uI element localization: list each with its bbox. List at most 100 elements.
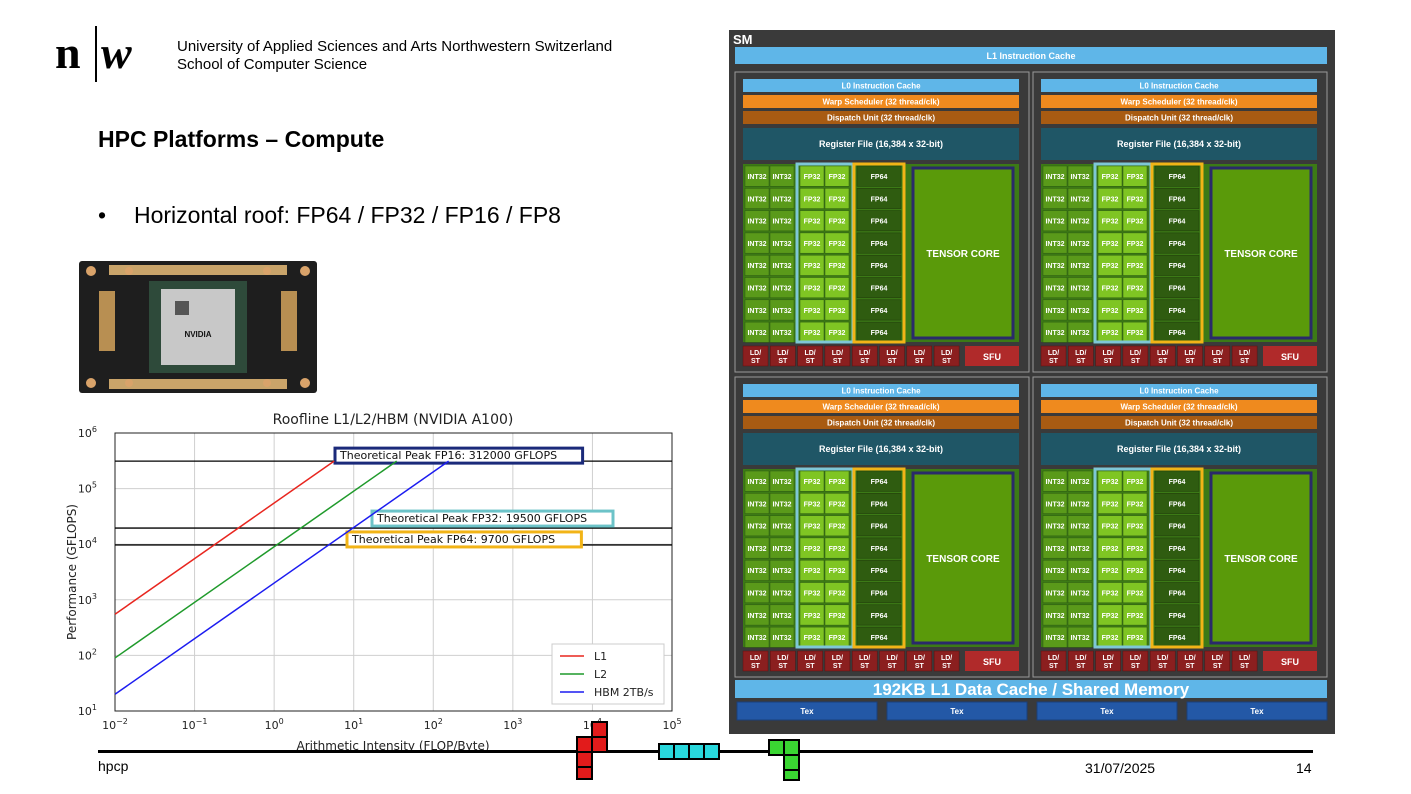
register-file: Register File (16,384 x 32-bit) xyxy=(819,444,943,454)
fhnw-logo: n w xyxy=(55,26,132,82)
ld-st-unit xyxy=(1149,345,1176,367)
ld-st-unit xyxy=(1040,650,1067,672)
svg-text:FP64: FP64 xyxy=(871,613,888,620)
fp32-unit xyxy=(1122,559,1148,581)
sfu-unit xyxy=(965,346,1019,366)
int32-unit xyxy=(1067,604,1093,626)
fp64-unit xyxy=(856,559,902,581)
svg-text:FP64: FP64 xyxy=(871,241,888,248)
fp64-unit xyxy=(1154,188,1200,209)
svg-text:INT32: INT32 xyxy=(747,635,766,642)
int32-unit xyxy=(769,321,795,343)
svg-text:INT32: INT32 xyxy=(1045,568,1064,575)
int32-unit xyxy=(1067,470,1093,492)
int32-unit xyxy=(744,188,770,209)
svg-text:FP32: FP32 xyxy=(829,308,846,315)
svg-text:INT32: INT32 xyxy=(1070,330,1089,337)
fp32-unit xyxy=(824,277,850,299)
svg-text:FP32: FP32 xyxy=(1102,263,1119,270)
svg-text:FP32: FP32 xyxy=(829,479,846,486)
int32-unit xyxy=(1067,493,1093,514)
fp64-unit xyxy=(856,232,902,254)
warp-scheduler-box xyxy=(743,95,1019,108)
y-axis-label: Performance (GFLOPS) xyxy=(65,504,79,640)
fp32-unit xyxy=(1122,582,1148,604)
svg-text:INT32: INT32 xyxy=(772,263,791,270)
fp32-unit xyxy=(1097,493,1123,514)
svg-text:ST: ST xyxy=(751,663,761,670)
ld-st-unit xyxy=(879,650,905,672)
svg-text:FP64: FP64 xyxy=(871,196,888,203)
svg-text:INT32: INT32 xyxy=(747,591,766,598)
svg-text:INT32: INT32 xyxy=(1045,241,1064,248)
svg-text:FP32: FP32 xyxy=(829,591,846,598)
svg-text:INT32: INT32 xyxy=(747,568,766,575)
svg-text:FP32: FP32 xyxy=(829,330,846,337)
fp32-unit xyxy=(1122,254,1148,276)
l0-instruction-cache-box xyxy=(1041,79,1317,92)
ld-st-unit xyxy=(1204,650,1231,672)
svg-text:SFU: SFU xyxy=(1281,352,1299,362)
sm-title: SM xyxy=(733,32,753,47)
svg-text:INT32: INT32 xyxy=(772,591,791,598)
svg-text:LD/: LD/ xyxy=(914,655,925,662)
svg-text:LD/: LD/ xyxy=(1075,655,1086,662)
svg-text:ST: ST xyxy=(806,663,816,670)
svg-text:FP64: FP64 xyxy=(871,524,888,531)
int32-unit xyxy=(769,470,795,492)
svg-text:FP32: FP32 xyxy=(829,241,846,248)
svg-text:FP32: FP32 xyxy=(1127,479,1144,486)
svg-text:LD/: LD/ xyxy=(1048,350,1059,357)
chart-title: Roofline L1/L2/HBM (NVIDIA A100) xyxy=(273,412,514,428)
svg-text:INT32: INT32 xyxy=(772,635,791,642)
int32-unit xyxy=(1067,277,1093,299)
ld-st-unit xyxy=(770,650,796,672)
svg-text:ST: ST xyxy=(1186,358,1196,365)
fp64-unit xyxy=(1154,254,1200,276)
svg-text:FP64: FP64 xyxy=(1169,546,1186,553)
fp32-unit xyxy=(799,604,825,626)
svg-text:FP32: FP32 xyxy=(804,635,821,642)
svg-text:LD/: LD/ xyxy=(1212,350,1223,357)
tensor-core xyxy=(1209,471,1313,645)
fp32-unit xyxy=(1097,559,1123,581)
int32-unit xyxy=(1042,470,1068,492)
svg-text:ST: ST xyxy=(860,358,870,365)
ld-st-unit xyxy=(851,345,878,367)
svg-text:FP32: FP32 xyxy=(829,546,846,553)
register-file-box xyxy=(1041,128,1317,160)
x-tick-label: 101 xyxy=(344,717,363,732)
fp32-unit xyxy=(824,299,850,321)
fp32-unit xyxy=(1097,188,1123,209)
svg-text:INT32: INT32 xyxy=(772,241,791,248)
svg-text:FP64: FP64 xyxy=(1169,501,1186,508)
svg-text:FP32: FP32 xyxy=(1102,635,1119,642)
fp32-unit xyxy=(799,210,825,232)
int32-unit xyxy=(769,188,795,209)
fp64-highlight xyxy=(1150,467,1204,649)
fp32-unit xyxy=(1097,254,1123,276)
fp32-unit xyxy=(799,188,825,209)
fp32-unit xyxy=(1122,232,1148,254)
ld-st-unit xyxy=(1040,345,1067,367)
register-file-box xyxy=(743,433,1019,465)
svg-text:FP32: FP32 xyxy=(1102,524,1119,531)
int32-unit xyxy=(744,537,770,559)
fp32-unit xyxy=(1122,515,1148,537)
fp64-unit xyxy=(856,210,902,232)
svg-text:INT32: INT32 xyxy=(772,613,791,620)
int32-unit xyxy=(744,232,770,254)
dispatch-unit-box xyxy=(743,416,1019,429)
sm-block-diagram: SM L1 Instruction Cache L0 Instruction C… xyxy=(729,30,1335,734)
svg-text:INT32: INT32 xyxy=(1070,568,1089,575)
x-tick-label: 105 xyxy=(662,717,681,732)
int32-unit xyxy=(1067,626,1093,648)
fp32-unit xyxy=(1097,299,1123,321)
x-tick-label: 100 xyxy=(265,717,284,732)
svg-text:INT32: INT32 xyxy=(772,219,791,226)
ld-st-unit xyxy=(797,345,823,367)
int32-unit xyxy=(1067,537,1093,559)
svg-text:FP64: FP64 xyxy=(871,219,888,226)
svg-text:ST: ST xyxy=(915,358,925,365)
